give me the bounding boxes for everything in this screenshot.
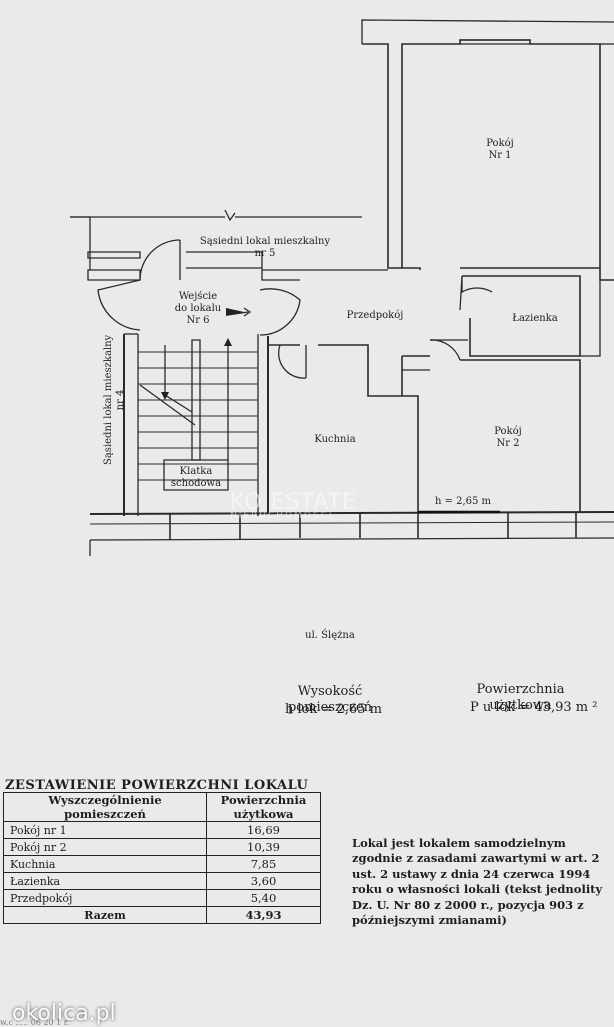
table-total-row: Razem 43,93: [3, 906, 321, 924]
table-row: Pokój nr 2 10,39: [3, 838, 321, 856]
brand-logo[interactable]: okolica.pl: [12, 1001, 116, 1026]
table-header-row: Wyszczególnienie pomieszczeń Powierzchni…: [3, 792, 321, 822]
bathroom-label: Łazienka: [512, 313, 558, 324]
total-value: 43,93: [206, 906, 321, 924]
height-title: Wysokość pomieszczeń: [287, 684, 373, 715]
row-area: 3,60: [206, 872, 321, 890]
col-room-header: Wyszczególnienie pomieszczeń: [3, 792, 207, 822]
area-title: Powierzchnia użytkowa: [476, 682, 565, 713]
stairwell-label: Klatka schodowa: [170, 466, 222, 489]
watermark: KO ESTATE NIERUCHOMOŚCI: [230, 490, 357, 521]
floor-plan: [70, 19, 614, 556]
table-row: Pokój nr 1 16,69: [3, 821, 321, 839]
row-name: Pokój nr 2: [3, 838, 207, 856]
total-label: Razem: [3, 906, 207, 924]
watermark-main: KO ESTATE: [230, 490, 357, 515]
table-row: Kuchnia 7,85: [3, 855, 321, 873]
row-area: 7,85: [206, 855, 321, 873]
room-1-label: Pokój Nr 1: [486, 138, 514, 161]
height-value: h lok = 2,65 m: [285, 702, 382, 717]
street-name: ul. Ślężna: [305, 630, 355, 641]
row-name: Przedpokój: [3, 889, 207, 907]
neighbor-4-label: Sąsiedni lokal mieszkalny nr 4: [103, 334, 126, 465]
room-height-label: h = 2,65 m: [434, 496, 492, 507]
table-row: Łazienka 3,60: [3, 872, 321, 890]
watermark-sub: NIERUCHOMOŚCI: [230, 511, 334, 521]
table-title: ZESTAWIENIE POWIERZCHNI LOKALU: [5, 778, 309, 793]
row-name: Kuchnia: [3, 855, 207, 873]
entrance-label: Wejście do lokalu Nr 6: [174, 291, 222, 326]
row-area: 10,39: [206, 838, 321, 856]
neighbor-5-label: Sąsiedni lokal mieszkalny nr 5: [199, 236, 331, 259]
room-2-label: Pokój Nr 2: [494, 426, 522, 449]
row-area: 16,69: [206, 821, 321, 839]
row-name: Pokój nr 1: [3, 821, 207, 839]
hall-label: Przedpokój: [346, 310, 404, 321]
footer-text: w.c ..... 06 20 1 r.: [0, 1018, 70, 1027]
row-name: Łazienka: [3, 872, 207, 890]
area-value: P u lok = 43,93 m ²: [470, 700, 598, 715]
row-area: 5,40: [206, 889, 321, 907]
kitchen-label: Kuchnia: [314, 434, 356, 445]
area-summary-table: Wyszczególnienie pomieszczeń Powierzchni…: [3, 792, 321, 924]
table-row: Przedpokój 5,40: [3, 889, 321, 907]
legal-note: Lokal jest lokalem samodzielnym zgodnie …: [352, 836, 603, 928]
col-area-header: Powierzchnia użytkowa: [206, 792, 321, 822]
